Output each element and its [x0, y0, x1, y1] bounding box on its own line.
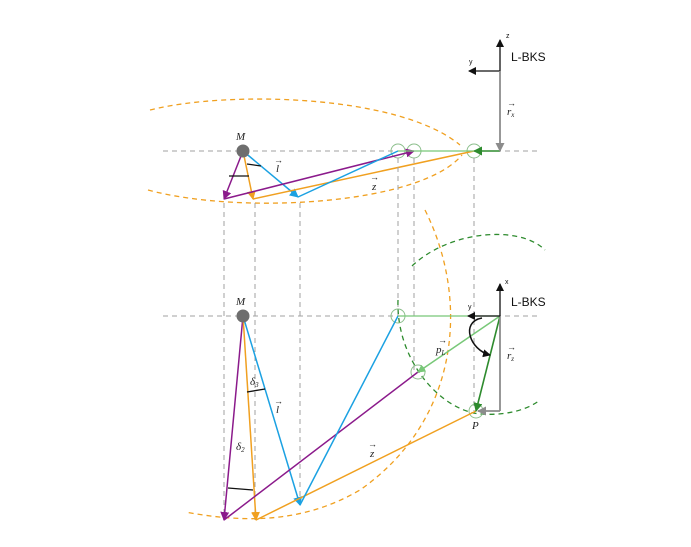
top-orange-long-z [252, 150, 475, 200]
top-axis-z-label: z [506, 33, 510, 40]
bottom-magenta-long [223, 371, 419, 521]
top-orange-arc-upper [149, 98, 461, 146]
bottom-label-l: l [276, 404, 279, 416]
bottom-magenta-vector [220, 315, 244, 521]
bottom-label-delta3: δ3 [250, 376, 259, 389]
bottom-arrow-p: → [438, 335, 447, 345]
bottom-point-P: P [471, 420, 479, 432]
top-magenta-vector [222, 150, 244, 200]
bottom-orange-arc-right [184, 209, 452, 520]
bottom-frame-label: L-BKS [511, 295, 546, 309]
top-axis-y-label: y [469, 59, 473, 66]
top-label-r: rx [507, 106, 515, 119]
top-orange-vector [242, 150, 256, 200]
bottom-cyan-vector-l [242, 315, 302, 506]
bottom-view: M δ3 δ2 → l → z → pL → rz P x y L-BKS [163, 209, 546, 521]
bottom-axis-x-label: x [505, 279, 509, 286]
top-arrow-z: → [370, 172, 379, 182]
top-label-z: z [371, 181, 377, 193]
top-tick-2 [246, 163, 262, 167]
bottom-mass-M [236, 309, 250, 323]
top-mass-label: M [235, 131, 246, 143]
top-mass-M [236, 144, 250, 158]
bottom-green-circle [397, 233, 546, 415]
bottom-green-vector [473, 315, 501, 412]
bottom-cyan-long [299, 315, 399, 506]
top-arrow-l: → [274, 155, 283, 165]
projection-lines [223, 158, 475, 520]
bottom-tick-delta2 [227, 487, 254, 491]
bottom-mass-label: M [235, 296, 246, 308]
bottom-label-z: z [369, 448, 375, 460]
bottom-orange-vector [242, 315, 260, 521]
bottom-rotation-arc [468, 317, 491, 358]
bottom-orange-long-z [255, 410, 477, 521]
bottom-label-delta2: δ2 [236, 441, 245, 454]
bottom-arrow-z: → [368, 439, 377, 449]
top-cyan-vector-l [242, 150, 299, 198]
bottom-lightgreen-to-2 [417, 315, 501, 373]
bottom-arrow-l: → [274, 396, 283, 406]
bottom-tick-delta3 [246, 388, 266, 393]
top-frame-label: L-BKS [511, 50, 546, 64]
bottom-axis-y-label: y [468, 304, 472, 311]
bottom-arrow-r: → [507, 342, 516, 352]
bottom-label-r: rz [507, 350, 514, 363]
top-label-l: l [276, 163, 279, 175]
top-arrow-r: → [507, 98, 516, 108]
bottom-label-p: pL [435, 344, 446, 357]
top-view: M → l → z z y L-BKS → rx [147, 33, 546, 204]
top-cyan-long [297, 150, 399, 198]
